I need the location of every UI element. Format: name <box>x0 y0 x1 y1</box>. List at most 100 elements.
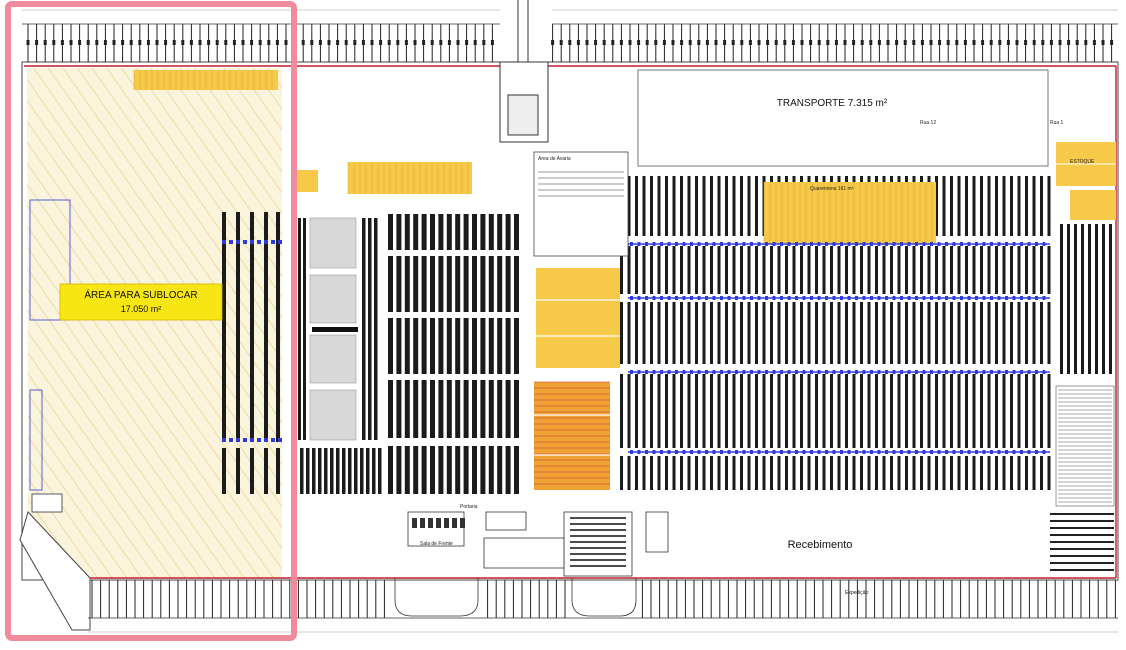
rack-row <box>430 380 435 438</box>
rack-row <box>740 176 743 236</box>
rack-row <box>635 246 638 294</box>
dock-door-bumper <box>138 40 142 45</box>
rack-row <box>354 448 358 494</box>
dock-door-bumper <box>585 40 589 45</box>
blue-marker <box>765 370 768 374</box>
rack-row <box>665 246 668 294</box>
rack-row <box>860 456 863 490</box>
rack-row <box>642 456 646 490</box>
rack-row <box>995 302 998 364</box>
blue-marker <box>802 370 806 374</box>
dock-door-bumper <box>482 40 486 45</box>
blue-marker <box>817 450 821 454</box>
dock-door-bumper <box>929 40 933 45</box>
sublease-size-label: 17.050 m² <box>121 304 162 314</box>
dock-door-bumper <box>714 40 718 45</box>
blue-marker <box>1042 450 1046 454</box>
rack-row <box>897 456 901 490</box>
rack-row <box>318 448 322 494</box>
rack-row <box>388 446 393 494</box>
rack-row <box>785 246 788 294</box>
rack-row <box>1010 374 1013 448</box>
dock-door-bumper <box>456 40 460 45</box>
rack-row <box>935 374 938 448</box>
rack-row <box>875 302 878 364</box>
dock-door-bumper <box>1049 40 1053 45</box>
rack-row <box>740 246 743 294</box>
dock-door-bumper <box>336 40 340 45</box>
rack-row <box>995 246 998 294</box>
blue-marker <box>645 242 648 246</box>
rack-row <box>362 218 366 440</box>
blue-marker <box>952 450 956 454</box>
rack-row <box>250 448 254 494</box>
dock-door-bumper <box>697 40 701 45</box>
blue-marker <box>690 450 693 454</box>
rack-row <box>725 246 728 294</box>
blue-marker <box>817 296 821 300</box>
rack-row <box>665 374 668 448</box>
dock-door-bumper <box>430 40 434 45</box>
right-side-stack-lines <box>1050 389 1114 571</box>
dock-door-bumper <box>103 40 107 45</box>
rack-row <box>446 256 452 312</box>
rack-row <box>488 318 494 374</box>
dock-door-bumper <box>826 40 830 45</box>
blue-marker <box>742 450 746 454</box>
dock-door-bumper <box>112 40 116 45</box>
rack-row <box>438 380 444 438</box>
receiving-block <box>412 518 417 528</box>
rack-row <box>920 374 923 448</box>
blue-marker <box>735 370 738 374</box>
rack-row <box>276 448 280 494</box>
blue-marker <box>750 296 753 300</box>
pallet-zone <box>296 170 318 192</box>
dock-door-bumper <box>1006 40 1010 45</box>
rack-row <box>264 448 268 494</box>
blue-marker <box>742 370 746 374</box>
dock-door-bumper <box>52 40 56 45</box>
blue-marker <box>667 450 671 454</box>
rack-row <box>905 456 908 490</box>
blue-marker <box>795 450 798 454</box>
dock-door-bumper <box>181 40 185 45</box>
blue-marker <box>840 296 843 300</box>
rack-row <box>1002 246 1006 294</box>
blue-marker <box>990 450 993 454</box>
blue-marker <box>990 370 993 374</box>
rack-row <box>815 302 818 364</box>
rack-row <box>657 176 661 236</box>
rack-row <box>413 256 419 312</box>
rack-row <box>972 374 976 448</box>
rack-row <box>882 246 886 294</box>
rack-row <box>792 456 796 490</box>
rack-row <box>882 302 886 364</box>
rack-row <box>867 456 871 490</box>
blue-marker <box>937 242 941 246</box>
dock-door-bumper <box>387 40 391 45</box>
rack-row <box>505 318 511 374</box>
blue-marker <box>757 242 761 246</box>
dock-door-bumper <box>35 40 39 45</box>
rack-row <box>497 256 503 312</box>
dock-door-bumper <box>938 40 942 45</box>
rack-row <box>770 246 773 294</box>
rack-row <box>957 302 961 364</box>
rack-row <box>1060 224 1063 374</box>
rack-row <box>665 456 668 490</box>
blue-marker <box>750 242 753 246</box>
dock-door-bumper <box>422 40 426 45</box>
blue-marker <box>787 450 791 454</box>
rack-row <box>785 374 788 448</box>
blue-marker <box>250 240 254 244</box>
rack-row <box>890 246 893 294</box>
rack-row <box>680 456 683 490</box>
blue-marker <box>637 370 641 374</box>
rack-row <box>702 456 706 490</box>
blue-marker <box>757 296 761 300</box>
rack-row <box>665 302 668 364</box>
rack-row <box>463 318 469 374</box>
rack-row <box>472 380 477 438</box>
blue-marker <box>937 450 941 454</box>
